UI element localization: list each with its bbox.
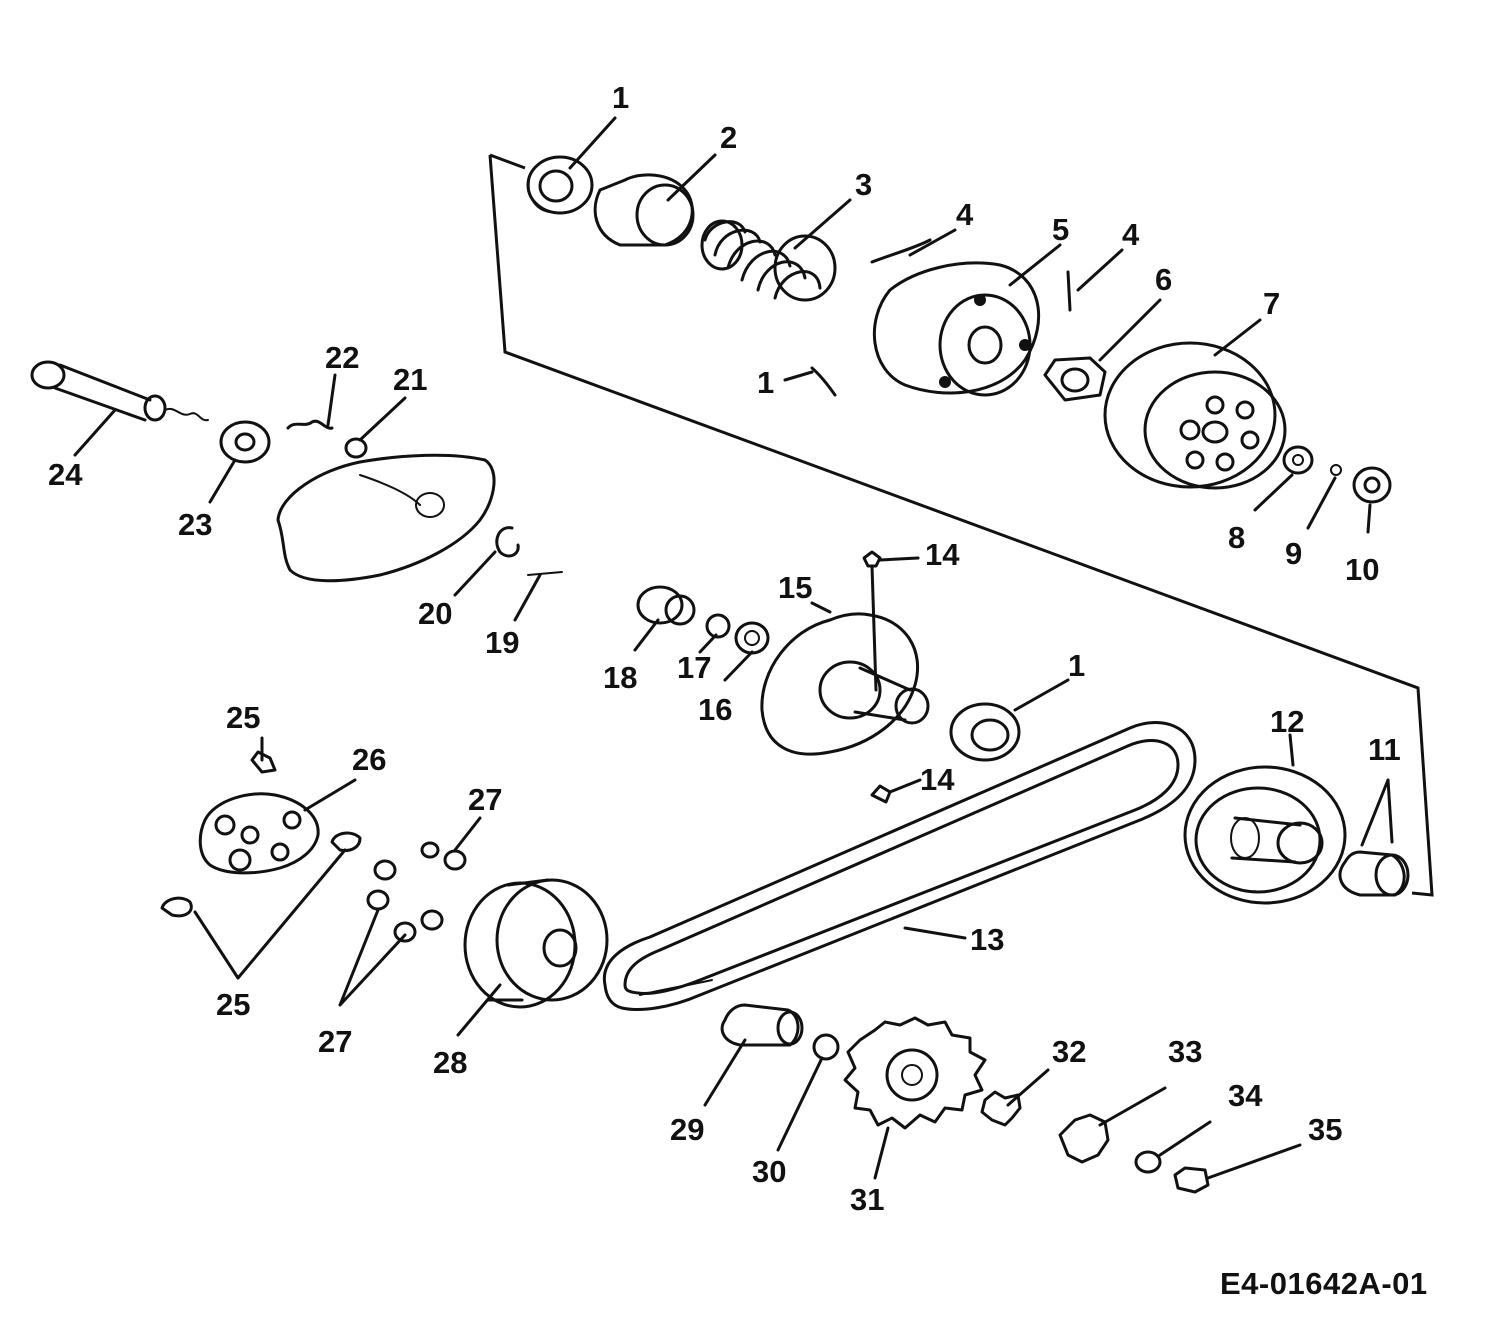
- callout-13: 13: [970, 922, 1004, 957]
- part-clutch-hub: [872, 261, 1041, 397]
- callout-14-lower: 14: [920, 762, 955, 797]
- part-grease-nipple-top: [862, 550, 882, 692]
- part-gear-32: [980, 1090, 1022, 1127]
- part-oil-seal-lower: [949, 702, 1021, 762]
- callout-26: 26: [352, 742, 386, 777]
- part-oil-seal-top: [526, 155, 594, 215]
- callout-1-middle: 1: [757, 365, 774, 400]
- callout-7: 7: [1263, 286, 1280, 321]
- callout-2: 2: [720, 120, 737, 155]
- callout-21: 21: [393, 362, 427, 397]
- part-washer-21: [344, 437, 368, 459]
- callout-12: 12: [1270, 704, 1304, 739]
- part-bushing-18: [636, 585, 696, 626]
- part-shaft: [30, 360, 209, 422]
- callout-28: 28: [433, 1045, 467, 1080]
- callout-23: 23: [178, 507, 212, 542]
- part-clip-25-top: [250, 750, 277, 774]
- callout-labels: 1 2 3 4 5 4 6 7 1 8 9 10 22 21 24 23 20 …: [48, 80, 1401, 1217]
- part-pin-left: [870, 238, 932, 264]
- callout-4-left: 4: [956, 197, 974, 232]
- part-washer-30: [812, 1033, 840, 1061]
- callout-25-bottom: 25: [216, 987, 250, 1022]
- callout-9: 9: [1285, 536, 1302, 571]
- callout-24: 24: [48, 457, 83, 492]
- callout-33: 33: [1168, 1034, 1202, 1069]
- part-washer-34: [1134, 1150, 1162, 1174]
- callout-15: 15: [778, 570, 812, 605]
- part-nut: [1043, 356, 1107, 402]
- callout-4-right: 4: [1122, 217, 1140, 252]
- callout-27-top: 27: [468, 782, 502, 817]
- assembly-frame-outline: [488, 153, 1434, 897]
- part-drive-belt: [602, 721, 1197, 1011]
- part-pin-right: [1066, 270, 1072, 312]
- callout-27-bottom: 27: [318, 1024, 352, 1059]
- part-sleeve: [593, 173, 695, 247]
- part-bushing-11: [1338, 850, 1410, 897]
- callout-1-top: 1: [612, 80, 629, 115]
- part-roller-holder: [198, 792, 320, 875]
- part-circlip-20: [495, 526, 520, 558]
- part-clip-25-right: [330, 831, 362, 852]
- part-bolt-22: [286, 419, 334, 430]
- callout-11: 11: [1368, 732, 1401, 767]
- leader-lines: [73, 116, 1394, 1180]
- part-bearing-23: [219, 420, 271, 464]
- callout-35: 35: [1308, 1112, 1342, 1147]
- part-washer-16: [734, 621, 770, 655]
- part-driven-pulley: [1183, 765, 1347, 905]
- callout-8: 8: [1228, 520, 1245, 555]
- part-collar: [720, 1003, 804, 1047]
- part-ring-17: [705, 613, 731, 639]
- part-fixed-pulley-half: [760, 612, 930, 756]
- callout-31: 31: [850, 1182, 884, 1217]
- part-washer-8: [1282, 445, 1314, 475]
- callout-5: 5: [1052, 212, 1069, 247]
- callout-22: 22: [325, 340, 359, 375]
- part-spring: [700, 219, 837, 302]
- drawing-code: E4-01642A-01: [1220, 1266, 1428, 1301]
- part-spring-pin: [810, 366, 837, 397]
- callout-30: 30: [752, 1154, 786, 1189]
- part-ratchet-33: [1058, 1113, 1110, 1164]
- callout-18: 18: [603, 660, 637, 695]
- part-pin-19: [527, 571, 563, 576]
- callout-3: 3: [855, 167, 872, 202]
- part-clip-25-left: [160, 896, 193, 918]
- part-fan: [843, 1016, 987, 1130]
- part-clip-9: [1330, 464, 1342, 476]
- callout-32: 32: [1052, 1034, 1086, 1069]
- callout-17: 17: [677, 650, 711, 685]
- part-bearing-10: [1352, 466, 1392, 504]
- callout-6: 6: [1155, 262, 1172, 297]
- callout-14-top: 14: [925, 537, 960, 572]
- callout-20: 20: [418, 596, 452, 631]
- callout-25-top: 25: [226, 700, 260, 735]
- part-drive-face: [463, 878, 609, 1009]
- callout-16: 16: [698, 692, 732, 727]
- part-rollers: [366, 841, 467, 943]
- callout-29: 29: [670, 1112, 704, 1147]
- part-grease-nipple-lower: [870, 784, 892, 804]
- callout-10: 10: [1345, 552, 1379, 587]
- callout-34: 34: [1228, 1078, 1263, 1113]
- callout-1-lower: 1: [1068, 648, 1085, 683]
- part-cover-gasket: [276, 453, 496, 583]
- part-clutch-drum: [1103, 341, 1287, 490]
- callout-19: 19: [485, 625, 519, 660]
- part-nut-35: [1173, 1166, 1210, 1194]
